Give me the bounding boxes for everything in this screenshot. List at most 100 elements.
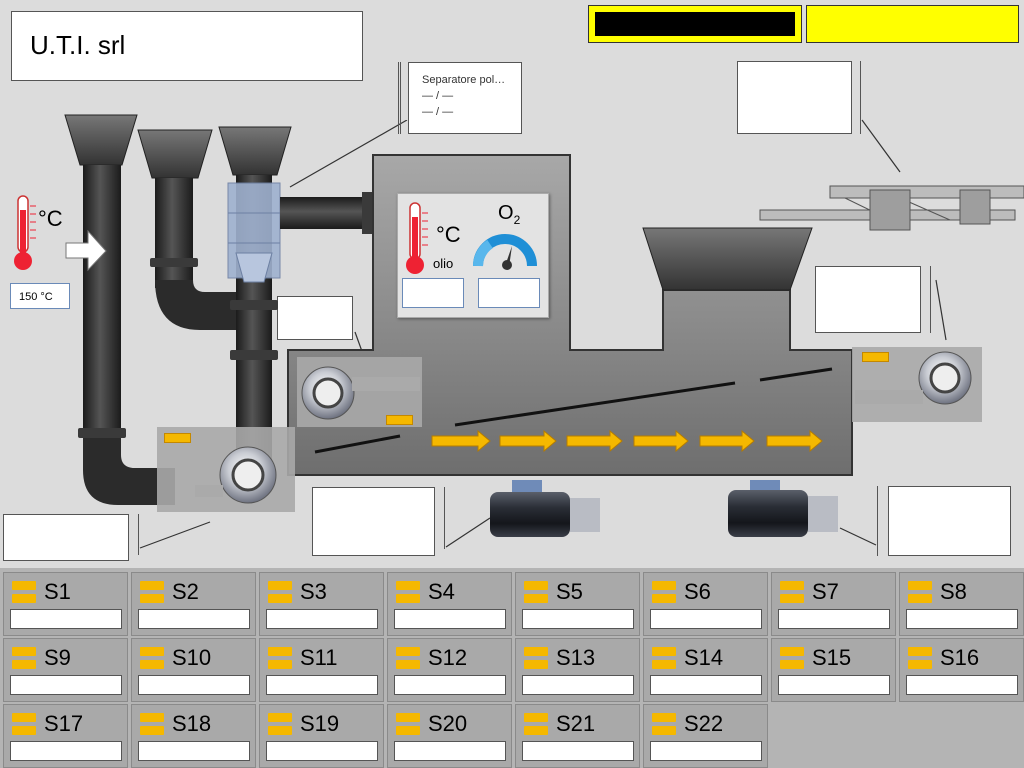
station-status-icon bbox=[268, 581, 292, 605]
info-box-pump-left[interactable] bbox=[277, 296, 353, 340]
station-tile-s13[interactable]: S13 bbox=[515, 638, 640, 702]
station-value-field[interactable] bbox=[266, 609, 378, 629]
o2-value-field[interactable] bbox=[478, 278, 540, 308]
pump-status-bar-2[interactable] bbox=[386, 415, 413, 425]
station-tile-s9[interactable]: S9 bbox=[3, 638, 128, 702]
status-indicator-black[interactable] bbox=[588, 5, 802, 43]
station-value-field[interactable] bbox=[650, 609, 762, 629]
flow-arrows bbox=[431, 430, 823, 452]
station-value-field[interactable] bbox=[522, 741, 634, 761]
station-value-field[interactable] bbox=[10, 741, 122, 761]
station-tile-s19[interactable]: S19 bbox=[259, 704, 384, 768]
station-label: S7 bbox=[812, 579, 839, 604]
station-value-field[interactable] bbox=[394, 675, 506, 695]
separator-line-1: — / — bbox=[422, 90, 454, 102]
pump-status-bar-3[interactable] bbox=[862, 352, 889, 362]
separator-line-2: — / — bbox=[422, 106, 454, 118]
info-box-motor-1[interactable] bbox=[312, 487, 435, 556]
station-status-icon bbox=[524, 713, 548, 737]
station-tile-s10[interactable]: S10 bbox=[131, 638, 256, 702]
station-value-field[interactable] bbox=[10, 675, 122, 695]
station-tile-s17[interactable]: S17 bbox=[3, 704, 128, 768]
station-value-field[interactable] bbox=[266, 741, 378, 761]
station-label: S12 bbox=[428, 645, 468, 670]
station-label: S1 bbox=[44, 579, 71, 604]
station-value-field[interactable] bbox=[394, 741, 506, 761]
info-box-pump-right[interactable] bbox=[815, 266, 921, 333]
station-tile-s20[interactable]: S20 bbox=[387, 704, 512, 768]
info-box-pump-bottom-left[interactable] bbox=[3, 514, 129, 561]
flow-arrow-3 bbox=[566, 430, 623, 452]
station-tile-s21[interactable]: S21 bbox=[515, 704, 640, 768]
station-status-icon bbox=[396, 581, 420, 605]
station-tile-s12[interactable]: S12 bbox=[387, 638, 512, 702]
station-value-field[interactable] bbox=[10, 609, 122, 629]
station-value-field[interactable] bbox=[138, 675, 250, 695]
station-value-field[interactable] bbox=[138, 741, 250, 761]
station-status-icon bbox=[396, 647, 420, 671]
station-tile-s11[interactable]: S11 bbox=[259, 638, 384, 702]
station-tile-s5[interactable]: S5 bbox=[515, 572, 640, 636]
o2-label: O2 bbox=[498, 202, 521, 227]
station-tile-s3[interactable]: S3 bbox=[259, 572, 384, 636]
station-label: S3 bbox=[300, 579, 327, 604]
station-status-icon bbox=[652, 713, 676, 737]
station-label: S5 bbox=[556, 579, 583, 604]
station-value-field[interactable] bbox=[906, 675, 1018, 695]
station-label: S11 bbox=[300, 645, 338, 670]
station-value-field[interactable] bbox=[138, 609, 250, 629]
station-status-icon bbox=[652, 581, 676, 605]
station-status-icon bbox=[140, 647, 164, 671]
oil-temp-unit: °C bbox=[436, 222, 461, 247]
separator-leader-line bbox=[289, 120, 408, 188]
flow-arrow-5 bbox=[699, 430, 755, 452]
station-label: S19 bbox=[300, 711, 340, 736]
station-tile-s14[interactable]: S14 bbox=[643, 638, 768, 702]
station-tile-s2[interactable]: S2 bbox=[131, 572, 256, 636]
station-tile-s22[interactable]: S22 bbox=[643, 704, 768, 768]
station-tile-s4[interactable]: S4 bbox=[387, 572, 512, 636]
station-tile-s8[interactable]: S8 bbox=[899, 572, 1024, 636]
pump-status-bar-1[interactable] bbox=[164, 433, 191, 443]
station-status-icon bbox=[652, 647, 676, 671]
station-value-field[interactable] bbox=[650, 675, 762, 695]
station-status-icon bbox=[12, 647, 36, 671]
station-tile-s7[interactable]: S7 bbox=[771, 572, 896, 636]
station-value-field[interactable] bbox=[266, 675, 378, 695]
flow-arrow-1 bbox=[431, 430, 491, 452]
station-status-icon bbox=[12, 581, 36, 605]
temp-value-box[interactable]: 150 °C bbox=[10, 283, 70, 309]
separator-title: Separatore pol… bbox=[422, 74, 506, 86]
station-label: S2 bbox=[172, 579, 199, 604]
oil-thermometer-icon bbox=[406, 202, 428, 274]
station-value-field[interactable] bbox=[778, 675, 890, 695]
station-value-field[interactable] bbox=[650, 741, 762, 761]
station-tile-s15[interactable]: S15 bbox=[771, 638, 896, 702]
station-tile-s6[interactable]: S6 bbox=[643, 572, 768, 636]
o2-gauge-icon bbox=[473, 234, 537, 270]
status-indicator-yellow[interactable] bbox=[806, 5, 1019, 43]
station-tile-s18[interactable]: S18 bbox=[131, 704, 256, 768]
station-status-icon bbox=[780, 581, 804, 605]
station-value-field[interactable] bbox=[522, 609, 634, 629]
oil-label: olio bbox=[433, 256, 454, 271]
info-box-motor-2[interactable] bbox=[888, 486, 1011, 556]
leader-lines bbox=[139, 119, 947, 549]
hopper-2 bbox=[137, 129, 213, 179]
station-status-icon bbox=[140, 713, 164, 737]
station-label: S8 bbox=[940, 579, 967, 604]
station-status-icon bbox=[908, 647, 932, 671]
oil-temp-field[interactable] bbox=[402, 278, 464, 308]
station-label: S13 bbox=[556, 645, 596, 670]
temp-value: 150 °C bbox=[19, 291, 53, 303]
station-value-field[interactable] bbox=[394, 609, 506, 629]
station-status-icon bbox=[268, 713, 292, 737]
station-value-field[interactable] bbox=[906, 609, 1018, 629]
info-box-conveyor[interactable] bbox=[737, 61, 852, 134]
station-value-field[interactable] bbox=[778, 609, 890, 629]
separator-info-box[interactable]: Separatore pol… — / — — / — bbox=[408, 62, 522, 134]
station-value-field[interactable] bbox=[522, 675, 634, 695]
station-label: S15 bbox=[812, 645, 852, 670]
station-tile-s1[interactable]: S1 bbox=[3, 572, 128, 636]
station-tile-s16[interactable]: S16 bbox=[899, 638, 1024, 702]
